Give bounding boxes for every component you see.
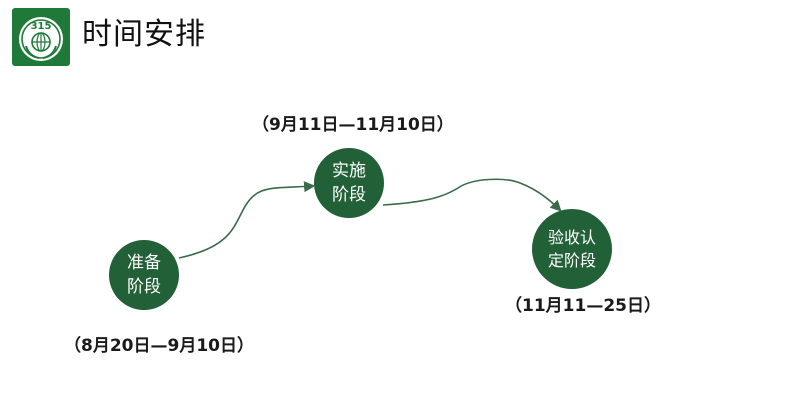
- stage-accept-label-line1: 验收认: [547, 228, 596, 247]
- page-title: 时间安排: [82, 17, 206, 52]
- stage-prep-label-line2: 阶段: [127, 277, 161, 297]
- logo-text: 315: [31, 21, 52, 32]
- consumer-rights-315-icon: 315: [13, 9, 69, 65]
- brand-logo: 315: [12, 8, 70, 66]
- stage-impl-date: （9月11日—11月10日）: [252, 115, 454, 135]
- stage-impl-label-line2: 阶段: [332, 185, 366, 205]
- stage-accept-label-line2: 定阶段: [547, 251, 596, 270]
- stage-impl-node: 实施 阶段: [314, 148, 384, 218]
- connector-prep-to-impl: [178, 181, 316, 259]
- stage-impl-label-line1: 实施: [332, 161, 366, 181]
- stage-prep-date: （8月20日—9月10日）: [64, 336, 254, 356]
- stage-accept-date: （11月11—25日）: [505, 296, 661, 316]
- stage-prep-label-line1: 准备: [127, 253, 161, 273]
- connector-impl-to-accept: [382, 178, 562, 212]
- stage-accept-node: 验收认 定阶段: [532, 209, 612, 289]
- stage-prep-node: 准备 阶段: [109, 240, 179, 310]
